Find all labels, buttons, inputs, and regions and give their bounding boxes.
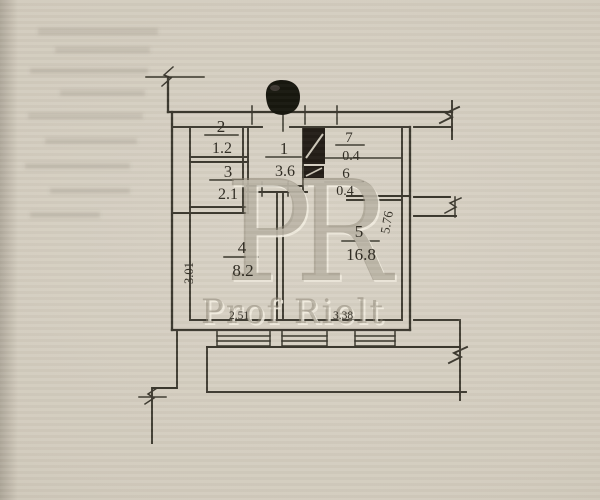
dim-bottom-right: 3.38: [333, 310, 353, 322]
room-5-number: 5: [355, 222, 364, 241]
break-marks: [138, 65, 469, 406]
room-1-number: 1: [280, 139, 289, 158]
room-4-number: 4: [238, 238, 247, 257]
neighbour-wall-stubs: [413, 126, 459, 321]
room-6-area: 0.4: [336, 184, 354, 199]
room-7-number: 7: [345, 130, 353, 146]
watermark-name-highlight: Prof Rielt: [203, 294, 387, 334]
room-3-area: 2.1: [218, 186, 238, 203]
room-3-number: 3: [224, 162, 233, 181]
interior-walls: [171, 126, 411, 321]
duct-shaft: [303, 128, 325, 178]
room-labels: 2 1.2 3 2.1 1 3.6 7 0.4 6 0.4 4 8.2 5 16…: [212, 117, 376, 280]
room-7-area: 0.4: [342, 149, 360, 164]
outer-walls: [166, 75, 454, 332]
window-sills: [216, 329, 396, 347]
room-6-number: 6: [342, 166, 350, 182]
room-1-area: 3.6: [275, 163, 295, 180]
room-2-area: 1.2: [212, 140, 232, 157]
dim-left-vertical: 3.01: [182, 262, 196, 284]
room-5-area: 16.8: [346, 245, 376, 264]
room-label-bars: [204, 134, 380, 258]
room-2-number: 2: [217, 117, 226, 136]
paper-bleed-through: [25, 28, 158, 218]
dim-right-vertical: 5.76: [377, 209, 396, 235]
watermark-name: Prof Rielt Prof Rielt: [201, 292, 387, 334]
watermark-name-shade: Prof Rielt: [201, 292, 385, 332]
redaction-blob: [265, 80, 300, 115]
dimension-labels: 3.01 5.76 2.51 3.38: [182, 209, 396, 322]
room-4-area: 8.2: [232, 261, 253, 280]
watermark-monogram: PR PR: [225, 150, 414, 315]
dim-bottom-left: 2.51: [229, 310, 249, 322]
watermark-monogram-shade: PR: [225, 150, 396, 313]
balcony: [151, 319, 467, 444]
